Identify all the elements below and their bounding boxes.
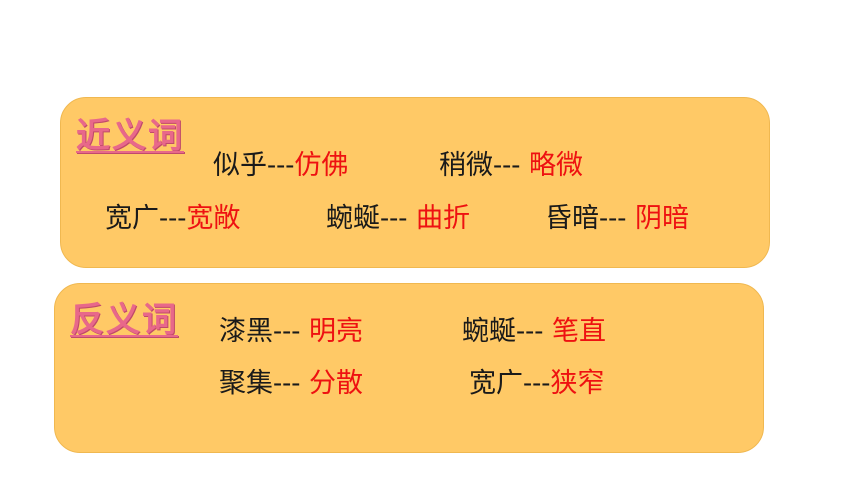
antonyms-title: 反义词 — [70, 300, 178, 340]
pair-separator: --- — [493, 150, 521, 181]
antonyms-card — [54, 283, 764, 453]
pair-separator: --- — [523, 368, 551, 399]
pair-answer: 宽敞 — [186, 203, 241, 234]
pair-word: 稍微 — [439, 150, 493, 181]
pair-answer: 狭窄 — [550, 368, 605, 399]
pair-answer: 明亮 — [308, 316, 363, 347]
pair-separator: --- — [159, 203, 187, 234]
synonym-pair: 宽广---宽敞 — [105, 205, 240, 232]
pair-word: 宽广 — [105, 203, 159, 234]
pair-answer: 仿佛 — [294, 150, 349, 181]
pair-answer: 笔直 — [551, 316, 606, 347]
pair-word: 昏暗 — [545, 203, 599, 234]
pair-word: 蜿蜒 — [462, 316, 516, 347]
pair-word: 蜿蜒 — [326, 203, 380, 234]
pair-separator: --- — [273, 368, 309, 399]
antonym-pair: 漆黑--- 明亮 — [219, 318, 363, 345]
pair-separator: --- — [380, 203, 416, 234]
pair-answer: 略微 — [520, 150, 583, 181]
pair-separator: --- — [516, 316, 552, 347]
antonym-pair: 聚集--- 分散 — [219, 370, 363, 397]
pair-separator: --- — [599, 203, 635, 234]
pair-word: 聚集 — [219, 368, 273, 399]
synonym-pair: 蜿蜒--- 曲折 — [326, 205, 470, 232]
pair-word: 漆黑 — [219, 316, 273, 347]
pair-word: 宽广 — [469, 368, 523, 399]
pair-answer: 阴暗 — [634, 203, 689, 234]
antonym-pair: 蜿蜒--- 笔直 — [462, 318, 606, 345]
pair-word: 似乎 — [213, 150, 267, 181]
pair-separator: --- — [267, 150, 295, 181]
synonym-pair: 稍微--- 略微 — [439, 152, 583, 179]
synonyms-card — [60, 97, 770, 268]
pair-answer: 曲折 — [415, 203, 470, 234]
synonym-pair: 昏暗--- 阴暗 — [545, 205, 689, 232]
pair-separator: --- — [273, 316, 309, 347]
antonym-pair: 宽广---狭窄 — [469, 370, 604, 397]
synonyms-title: 近义词 — [76, 116, 184, 156]
pair-answer: 分散 — [308, 368, 363, 399]
synonym-pair: 似乎---仿佛 — [213, 152, 348, 179]
